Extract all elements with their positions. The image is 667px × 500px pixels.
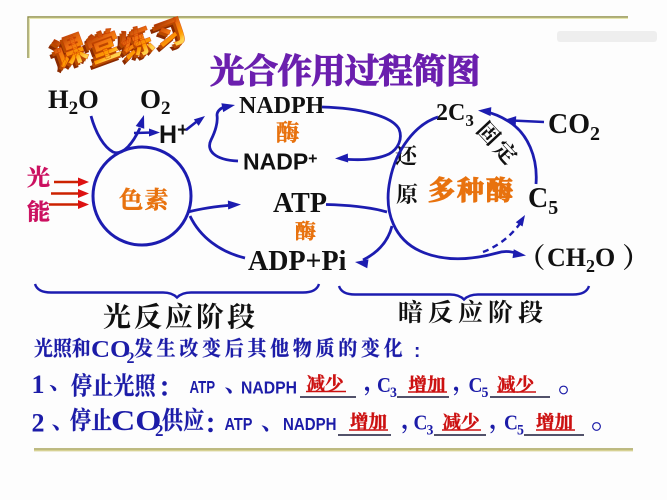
svg-text:C: C [469, 374, 483, 397]
svg-text:2: 2 [155, 421, 164, 440]
svg-text:NADPH: NADPH [241, 378, 297, 398]
svg-text:ATP: ATP [273, 188, 327, 219]
svg-text:2: 2 [127, 350, 135, 367]
svg-text:ADP+Pi: ADP+Pi [248, 246, 347, 277]
svg-text::: : [414, 341, 420, 362]
svg-text:C: C [504, 412, 518, 435]
svg-text:3: 3 [390, 385, 397, 402]
svg-text:NADPH: NADPH [283, 415, 336, 434]
svg-text:NADPH: NADPH [239, 93, 325, 119]
svg-text:CH2O: CH2O [547, 243, 615, 276]
svg-text:5: 5 [517, 422, 524, 439]
svg-text:1: 1 [32, 370, 45, 399]
svg-text:H+: H+ [159, 120, 188, 149]
svg-text:C: C [377, 374, 391, 397]
svg-text:CO2: CO2 [548, 109, 600, 145]
svg-text:H2O: H2O [48, 84, 99, 119]
svg-text:CO: CO [91, 337, 131, 363]
svg-text:CO: CO [111, 405, 161, 437]
svg-text:5: 5 [482, 385, 489, 402]
svg-text:O2: O2 [140, 84, 171, 119]
svg-text:C: C [414, 412, 428, 435]
svg-text:ATP: ATP [190, 378, 216, 397]
svg-text:NADP+: NADP+ [243, 149, 318, 175]
svg-text:ATP: ATP [225, 415, 253, 435]
svg-text:3: 3 [427, 422, 434, 439]
svg-text:2: 2 [32, 409, 45, 438]
svg-text:C5: C5 [528, 183, 558, 219]
svg-text:2C3: 2C3 [436, 100, 474, 130]
